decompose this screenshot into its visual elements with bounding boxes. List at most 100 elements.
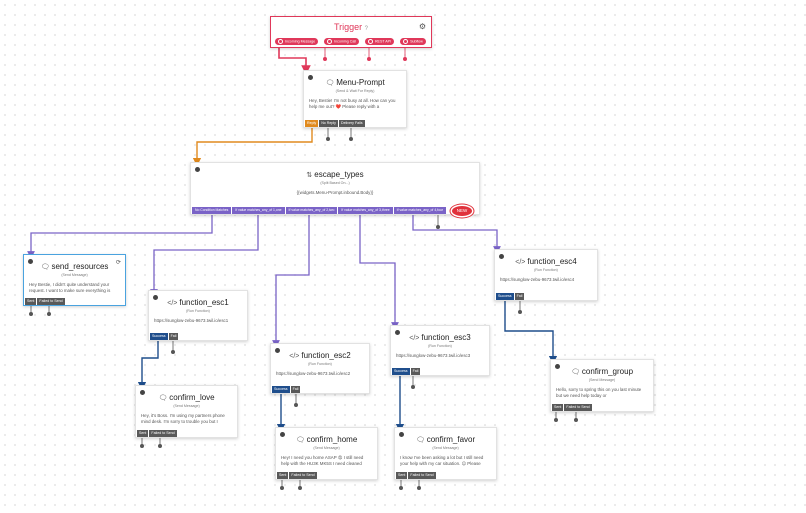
port-success[interactable]: Success — [150, 333, 168, 340]
port-end-dot[interactable] — [47, 312, 51, 316]
port-cond-two[interactable]: If value matches_any_of 2,two — [285, 207, 338, 214]
widget-confirm-home[interactable]: 🗨confirm_home (Send Message) Hey! I need… — [275, 427, 378, 480]
port-end-dot[interactable] — [280, 486, 284, 490]
widget-body: https://sunglow-zebu-9673.twil.io/esc1 — [154, 318, 229, 323]
port-reply[interactable]: Reply — [305, 120, 319, 127]
wire-trigger-menu — [278, 46, 311, 75]
port-sent[interactable]: Sent — [277, 472, 289, 479]
port-delivery-fails[interactable]: Delivery Fails — [338, 120, 365, 127]
port-incoming-message[interactable]: Incoming Message — [275, 38, 319, 46]
wire-one-esc1 — [150, 215, 259, 297]
port-end-dot[interactable] — [323, 57, 327, 61]
port-rest-api[interactable]: REST API — [364, 38, 395, 46]
port-sent[interactable]: Sent — [25, 298, 37, 305]
port-fail[interactable]: Fail — [410, 368, 421, 375]
port-failed-to-send[interactable]: Failed to Send — [408, 472, 436, 479]
trigger-title-row: Trigger ? — [271, 22, 431, 32]
new-badge[interactable]: NEW — [452, 206, 472, 216]
port-end-dot[interactable] — [298, 486, 302, 490]
input-dot[interactable] — [555, 364, 560, 369]
port-subflow[interactable]: Subflow — [400, 38, 426, 46]
trigger-widget[interactable]: Trigger ? ⚙ Incoming Message Incoming Ca… — [270, 16, 432, 48]
port-end-dot[interactable] — [326, 137, 330, 141]
help-icon[interactable]: ? — [364, 26, 369, 32]
wire-four-esc4 — [412, 215, 501, 254]
port-cond-three[interactable]: If value matches_any_of 3,three — [338, 207, 393, 214]
port-failed-to-send[interactable]: Failed to Send — [289, 472, 317, 479]
port-no-condition[interactable]: No Condition Matches — [192, 207, 232, 214]
port-fail[interactable]: Fail — [514, 293, 525, 300]
input-dot[interactable] — [153, 295, 158, 300]
port-failed-to-send[interactable]: Failed to Send — [564, 404, 592, 411]
input-dot[interactable] — [275, 348, 280, 353]
widget-subtitle: (Run Function) — [534, 268, 558, 272]
input-dot[interactable] — [399, 432, 404, 437]
widget-subtitle: (Send Message) — [61, 273, 88, 277]
port-incoming-call[interactable]: Incoming Call — [324, 38, 359, 46]
input-dot[interactable] — [140, 390, 145, 395]
widget-body: Hey! I need you home ASAP 😡 I still need… — [281, 455, 364, 467]
widget-ports: Sent Failed to Send — [25, 298, 65, 305]
port-success[interactable]: Success — [496, 293, 514, 300]
input-dot[interactable] — [395, 330, 400, 335]
port-end-dot[interactable] — [411, 385, 415, 389]
widget-confirm-group[interactable]: 🗨confirm_group (Send Message) Hello, sor… — [550, 359, 654, 412]
message-icon: 🗨 — [40, 264, 50, 271]
input-dot[interactable] — [308, 75, 313, 80]
port-end-dot[interactable] — [399, 486, 403, 490]
port-end-dot[interactable] — [171, 350, 175, 354]
port-sent[interactable]: Sent — [396, 472, 408, 479]
port-end-dot[interactable] — [518, 310, 522, 314]
refresh-icon[interactable]: ⟳ — [115, 260, 121, 266]
port-end-dot[interactable] — [574, 418, 578, 422]
port-end-dot[interactable] — [29, 312, 33, 316]
widget-body: https://sunglow-zebu-9673.twil.io/esc4 — [500, 277, 575, 282]
widget-function-esc2[interactable]: </>function_esc2 (Run Function) https://… — [270, 343, 370, 394]
widget-escape-types[interactable]: ⇅escape_types (Split Based On...) {{widg… — [190, 162, 480, 215]
port-end-dot[interactable] — [367, 57, 371, 61]
widget-confirm-favor[interactable]: 🗨confirm_favor (Send Message) I know I'v… — [394, 427, 497, 480]
port-fail[interactable]: Fail — [290, 386, 301, 393]
widget-confirm-love[interactable]: 🗨confirm_love (Send Message) Hey, it's B… — [135, 385, 238, 438]
port-cond-one[interactable]: If value matches_any_of 1,one — [232, 207, 285, 214]
port-end-dot[interactable] — [158, 444, 162, 448]
widget-title-text: confirm_love — [169, 393, 215, 402]
widget-title-text: function_esc4 — [527, 257, 577, 266]
port-end-dot[interactable] — [349, 137, 353, 141]
port-sent[interactable]: Sent — [137, 430, 149, 437]
widget-send-resources[interactable]: ⟳ 🗨send_resources (Send Message) Hey Bes… — [23, 254, 126, 306]
widget-ports: Reply No Reply Delivery Fails — [305, 120, 365, 127]
port-end-dot[interactable] — [140, 444, 144, 448]
widget-subtitle: (Split Based On...) — [320, 181, 350, 185]
port-cond-four[interactable]: If value matches_any_of 4,four — [393, 207, 446, 214]
widget-ports: Success Fail — [496, 293, 525, 300]
port-failed-to-send[interactable]: Failed to Send — [37, 298, 65, 305]
widget-menu-prompt[interactable]: 🗨Menu-Prompt (Send & Wait For Reply) Hey… — [303, 70, 407, 128]
port-success[interactable]: Success — [272, 386, 290, 393]
port-failed-to-send[interactable]: Failed to Send — [149, 430, 177, 437]
widget-body: Hey Bestie, I didn't quite understand yo… — [29, 282, 111, 294]
port-end-dot[interactable] — [554, 418, 558, 422]
wire-nomatch-send-resources — [27, 215, 213, 259]
port-sent[interactable]: Sent — [552, 404, 564, 411]
port-end-dot[interactable] — [294, 403, 298, 407]
port-success[interactable]: Success — [392, 368, 410, 375]
input-dot[interactable] — [499, 254, 504, 259]
input-dot[interactable] — [28, 259, 33, 264]
input-dot[interactable] — [280, 432, 285, 437]
widget-function-esc4[interactable]: </>function_esc4 (Run Function) https://… — [494, 249, 598, 301]
port-no-reply[interactable]: No Reply — [319, 120, 338, 127]
input-dot[interactable] — [195, 167, 200, 172]
port-fail[interactable]: Fail — [168, 333, 179, 340]
widget-title: </>function_esc3 — [391, 333, 489, 342]
widget-function-esc1[interactable]: </>function_esc1 (Run Function) https://… — [148, 290, 248, 341]
port-end-dot[interactable] — [403, 57, 407, 61]
widget-function-esc3[interactable]: </>function_esc3 (Run Function) https://… — [390, 325, 490, 376]
widget-title-text: Menu-Prompt — [336, 78, 385, 87]
gear-icon[interactable]: ⚙ — [418, 22, 426, 31]
widget-title: 🗨confirm_group — [551, 367, 653, 376]
port-end-dot[interactable] — [417, 486, 421, 490]
port-end-dot[interactable] — [436, 225, 440, 229]
widget-ports: Sent Failed to Send — [277, 472, 317, 479]
